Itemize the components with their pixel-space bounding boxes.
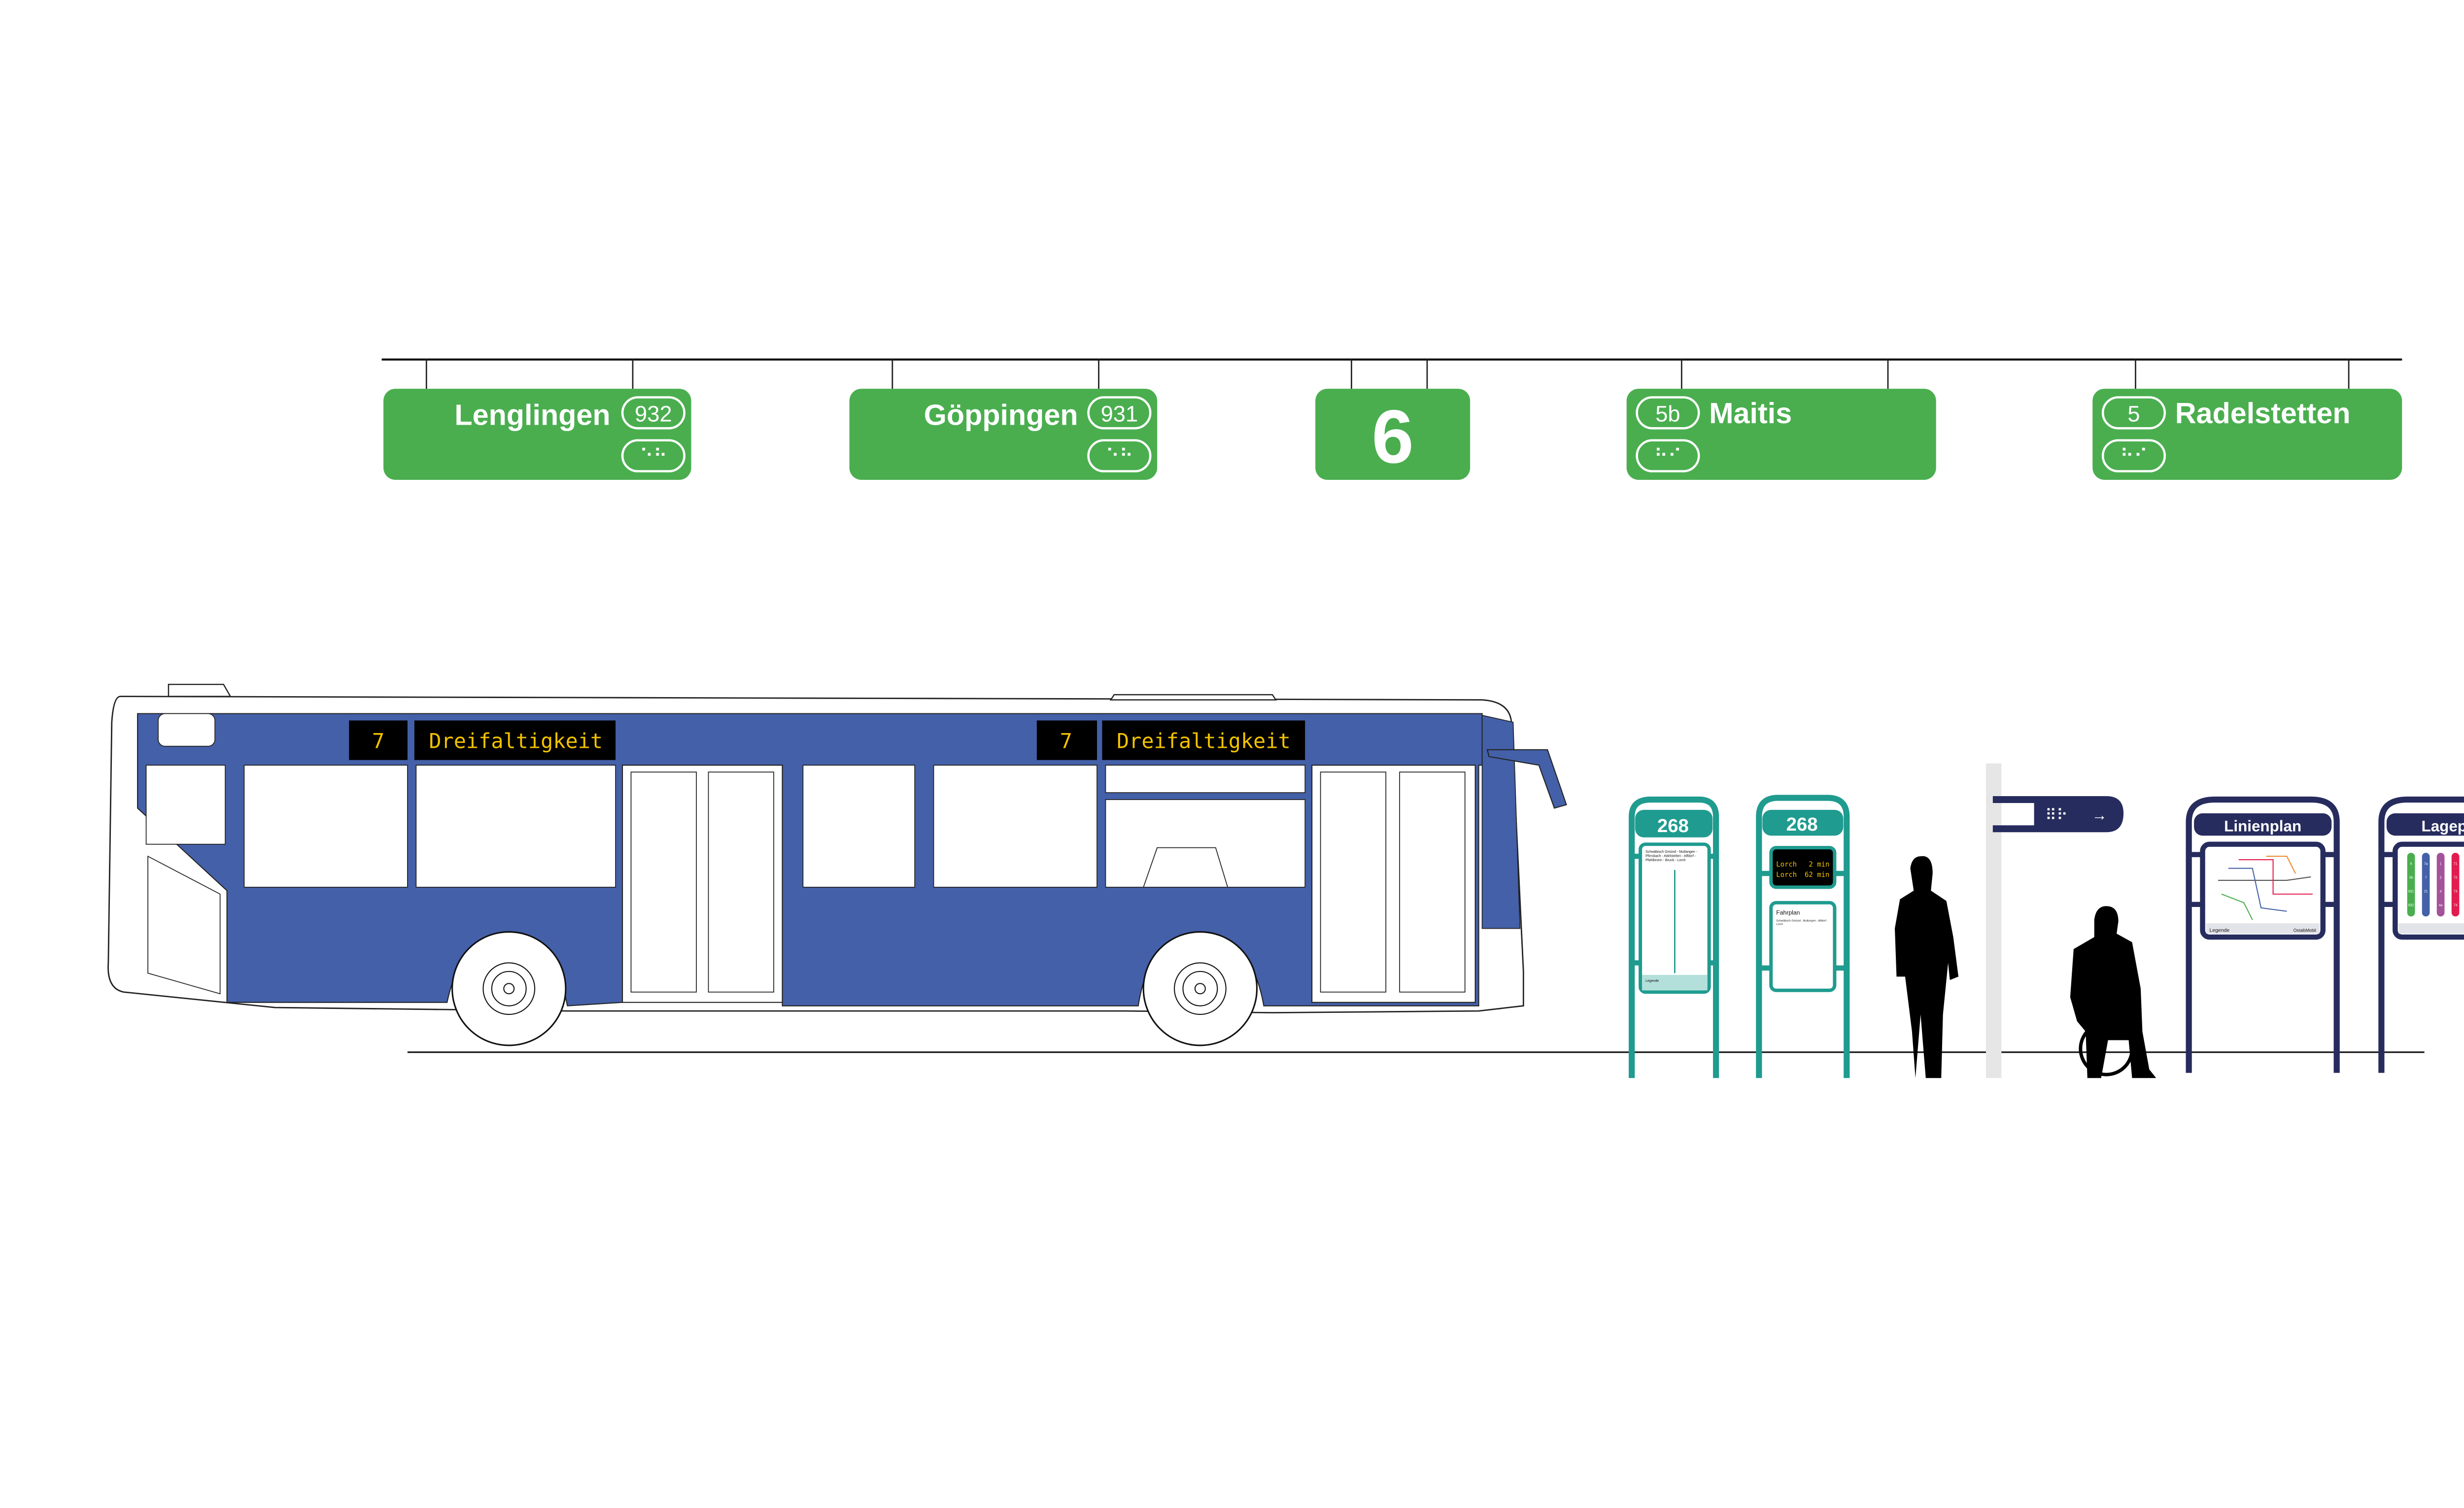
bay-line-number: 21 [2424,890,2428,893]
bay-lane [2451,853,2460,917]
bay-line-number: 74 [2454,904,2458,907]
bus-destination-display [1102,720,1305,760]
braille-icon: ⠓⠊ [1636,439,1700,472]
bay-line-number: 72 [2454,876,2458,879]
pole-line-number: 268 [1657,815,1689,837]
bus-wheel [1142,931,1258,1046]
bus-destination: Dreifaltigkeit [1117,729,1291,753]
overhead-sign-maitis: 5b Maitis ⠓⠊ [1626,359,1936,480]
route-map-legend: Legende [1645,979,1659,983]
bus-destination: Dreifaltigkeit [429,729,603,753]
wheelchair-user-silhouette [2070,906,2156,1078]
bay-line-number: 73 [2454,890,2458,893]
overhead-sign-goeppingen: Göppingen 931 ⠑⠓ [849,359,1158,480]
overhead-sign-line-6: 6 [1315,359,1471,480]
overhead-sign-radelstetten: 5 Radelstetten ⠓⠊ [2092,359,2402,480]
braille-icon: ⠑⠓ [1087,439,1152,472]
sign-line-badge: 931 [1101,401,1138,426]
timetable-title: Fahrplan [1776,909,1800,916]
bay-line-number: 1 [2440,863,2442,866]
departure-destination: Lorch [1776,861,1797,869]
bay-line-number: 4a [2439,904,2443,907]
bus-door [1311,765,1476,1003]
bay-lanes: 65b9319327a7211244a71727374818283207208a… [2407,853,2460,917]
svg-text:⠑⠓: ⠑⠓ [640,446,667,467]
overhead-sign-lenglingen: Lenglingen 932 ⠑⠓ [383,359,691,480]
sign-destination: Maitis [1709,397,1792,430]
bay-lane [2436,853,2445,917]
bay-line-number: 2 [2440,876,2442,879]
bus-mirror [1486,749,1567,809]
sign-line-badge: 932 [635,401,672,426]
bay-line-number: 6 [2410,863,2412,866]
departure-display [1769,846,1837,889]
bay-line-number: 71 [2454,863,2458,866]
standing-person-silhouette [1894,856,1959,1078]
braille-icon: ⠑⠓ [621,439,685,472]
brand-logo: OstalbMobil [2293,928,2316,933]
braille-icon: ⠓⠊ [2101,439,2166,472]
bus-stop-pole-departures: 268 Lorch 2 min Lorch 62 min Fahrplan Sc… [1756,795,1850,1078]
bay-lane [2407,853,2415,917]
bay-line-number: 7 [2425,876,2427,879]
route-map-title: Schwäbisch Gmünd - Mutlangen -Pfersbach … [1645,850,1698,862]
svg-text:⠓⠊: ⠓⠊ [2120,446,2148,467]
bay-line-number: 5b [2409,876,2413,879]
bus-destination-display [414,720,616,760]
timetable-subtitle: Schwäbisch Gmünd - Mutlangen - Alfdorf -… [1776,920,1828,926]
pole-line-number: 268 [1786,814,1818,835]
board-title: Linienplan [2224,818,2301,835]
bay-lane [2422,853,2430,917]
svg-text:⠑⠓: ⠑⠓ [1105,446,1133,467]
board-title: Lageplan [2422,818,2464,835]
bay-line-number: 931 [2408,890,2414,893]
bay-line-number: 4 [2440,890,2442,893]
braille-icon: ⠿⠗ [2045,806,2068,824]
bus-line-display [1036,720,1097,760]
sign-line-badge: 5 [2127,401,2140,426]
sign-destination: Radelstetten [2175,397,2351,430]
wayfinding-sign: ⠿⠗ → [1992,796,2124,833]
bus: 7 Dreifaltigkeit 7 Dreifaltigkeit [107,683,1567,1046]
departure-destination: Lorch [1776,871,1797,879]
bay-line-number: 932 [2408,904,2414,907]
board-legend: Legende [2209,928,2229,934]
bus-wheel [451,931,567,1046]
info-board-lageplan: Lageplan 65b9319327a7211244a717273748182… [2378,796,2464,1073]
network-map [2218,856,2313,920]
svg-text:⠓⠊: ⠓⠊ [1654,446,1681,467]
bus-line-number: 7 [1060,729,1072,753]
bay-line-number: 7a [2424,863,2428,866]
sign-line-badge: 5b [1655,401,1680,426]
bus-line-number: 7 [372,729,384,753]
info-board-linienplan: Linienplan Legende OstalbMobil [2186,796,2340,1073]
departure-time: 2 min [1809,861,1829,869]
bus-stop-pole-route-map: 268 Schwäbisch Gmünd - Mutlangen -Pfersb… [1629,796,1719,1078]
bus-door [622,765,783,1003]
arrow-right-icon: → [2091,806,2107,824]
sign-destination: Lenglingen [454,398,610,431]
departure-time: 62 min [1805,871,1829,879]
bus-line-display [349,720,408,760]
sign-line-number: 6 [1371,394,1413,479]
sign-destination: Göppingen [924,398,1078,431]
sign-post [1985,763,2002,1078]
